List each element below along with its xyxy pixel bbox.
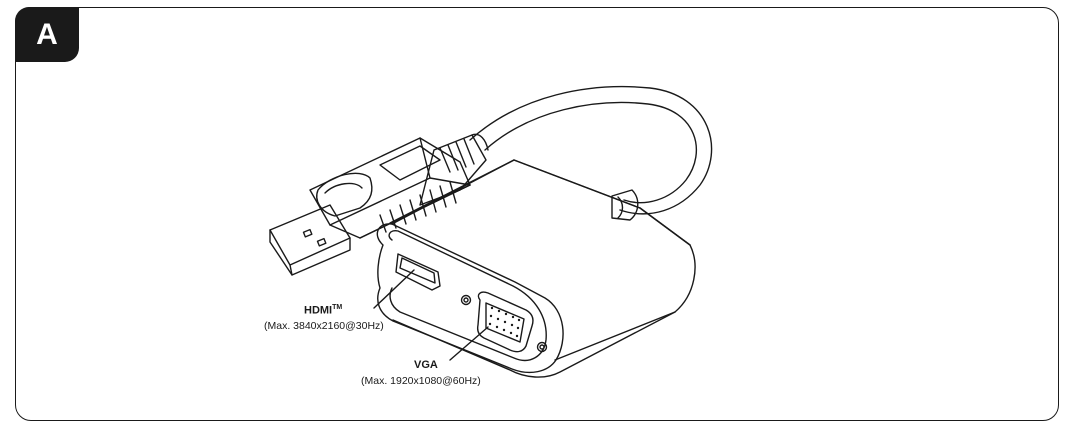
plug-hole-2: [316, 237, 327, 247]
vga-pins: [488, 306, 521, 338]
screw-hole-left: [460, 294, 472, 306]
vga-leader-line: [449, 326, 489, 361]
hdmi-port: [395, 253, 441, 291]
displayport-latch-button: [316, 172, 373, 217]
figure-frame: [15, 7, 1059, 421]
panel-label: A: [15, 7, 79, 62]
cable: [469, 85, 713, 215]
plug-hole-1: [302, 228, 313, 238]
displayport-grip: [379, 145, 441, 181]
hdmi-leader-line: [373, 269, 415, 309]
cable-inner: [484, 101, 698, 204]
vga-label: VGA: [414, 359, 438, 371]
hdmi-spec: (Max. 3840x2160@30Hz): [264, 320, 384, 332]
hdmi-label: HDMITM: [304, 304, 343, 317]
displayport-boot: [419, 134, 487, 206]
screw-hole-right: [536, 341, 548, 353]
vga-spec: (Max. 1920x1080@60Hz): [361, 375, 481, 387]
